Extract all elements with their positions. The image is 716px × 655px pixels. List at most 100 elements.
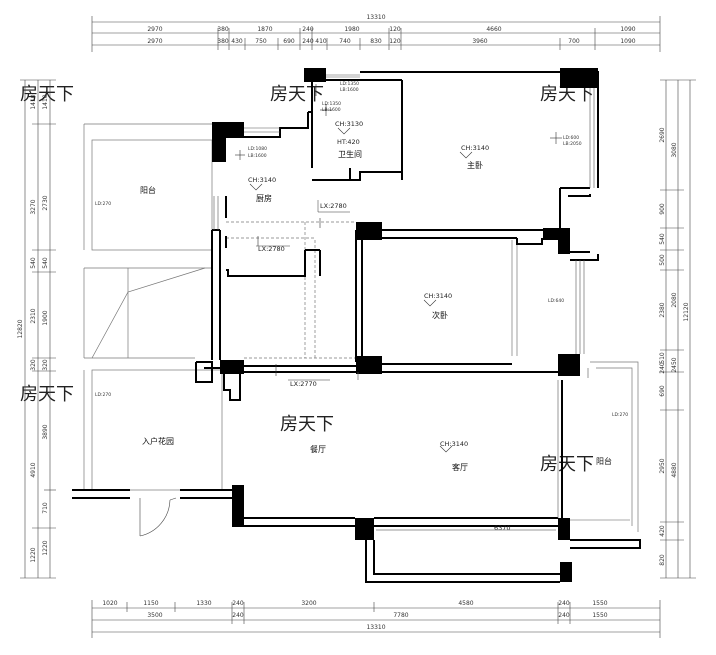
- column: [356, 222, 382, 240]
- room-labels: CH:3140 主卧 CH:3130 HT:420 卫生间 CH:3140 厨房…: [95, 120, 628, 472]
- beam-lines: [256, 200, 556, 531]
- dim-label: 4580: [458, 600, 473, 607]
- column: [212, 138, 226, 162]
- dim-label: 1090: [620, 26, 635, 33]
- bath-ch: CH:3130: [335, 120, 363, 128]
- dim-label: 710: [42, 502, 49, 514]
- dim-label: 540: [30, 257, 37, 269]
- ch-markers: [235, 84, 562, 453]
- dim-label: 1410: [42, 94, 49, 109]
- dim-label: 3080: [671, 142, 678, 157]
- dim-label: 1150: [143, 600, 158, 607]
- dim-label: 1020: [102, 600, 117, 607]
- dim-label: 420: [659, 525, 666, 537]
- right-dimensions: [660, 79, 696, 579]
- column: [558, 354, 580, 376]
- entry-ld: LD:270: [95, 392, 111, 398]
- balcony-right-label: 阳台: [596, 456, 612, 466]
- living-width: 6370: [494, 524, 511, 532]
- second-bedroom-label: 次卧: [432, 310, 448, 320]
- dim-label: 740: [339, 38, 351, 45]
- dim-label: 2080: [671, 292, 678, 307]
- right-dimension-labels: 2690 900 540 500 2380 510 240 690 2950 4…: [659, 127, 690, 566]
- dim-label: 240: [659, 362, 666, 374]
- dim-label: 3960: [472, 38, 487, 45]
- dim-label: 2950: [659, 458, 666, 473]
- dim-label: 1220: [42, 540, 49, 555]
- dim-label: 1980: [344, 26, 359, 33]
- entry-door: [139, 497, 177, 537]
- column: [212, 122, 244, 138]
- dim-label: 500: [659, 254, 666, 266]
- dim-label: 1900: [42, 310, 49, 325]
- dim-label: 120: [389, 38, 401, 45]
- dim-label: 240: [558, 600, 570, 607]
- dim-label: 820: [659, 554, 666, 566]
- column: [560, 562, 572, 582]
- dim-label: 1550: [592, 612, 607, 619]
- walls: [72, 71, 641, 583]
- master-bedroom-label: 主卧: [467, 160, 483, 170]
- dim-label: 410: [315, 38, 327, 45]
- dim-label: 2730: [42, 195, 49, 210]
- dim-label: 1220: [30, 547, 37, 562]
- dim-total-top: 13310: [366, 14, 385, 21]
- dim-label: 1090: [620, 38, 635, 45]
- dim-label: 2690: [659, 127, 666, 142]
- watermark: 房天下: [270, 84, 324, 105]
- watermark: 房天下: [540, 454, 594, 475]
- bottom-dimension-labels: 1020 1150 1330 240 3200 4580 240 1550 35…: [102, 600, 607, 631]
- dim-label: 380: [217, 38, 229, 45]
- kitchen-label: 厨房: [256, 193, 272, 203]
- column: [560, 68, 598, 88]
- column: [355, 518, 374, 540]
- dim-label: 240: [302, 38, 314, 45]
- dim-label: 1330: [196, 600, 211, 607]
- beam-lx2780-b: LX:2780: [258, 245, 285, 253]
- dim-label: 4910: [30, 462, 37, 477]
- dim-label: 380: [217, 26, 229, 33]
- dim-label: 700: [568, 38, 580, 45]
- master-ch: CH:3140: [461, 144, 489, 152]
- dim-label: 690: [283, 38, 295, 45]
- balcony-left-label: 阳台: [140, 185, 156, 195]
- beam-lx2780-a: LX:2780: [320, 202, 347, 210]
- dim-label: 240: [558, 612, 570, 619]
- left-dimensions: [20, 79, 56, 579]
- windows: [213, 74, 630, 521]
- dim-total-bottom: 13310: [366, 624, 385, 631]
- dim-label: 3500: [147, 612, 162, 619]
- beam-lx2770: LX:2770: [290, 380, 317, 388]
- window-tag-lb: LB:2050: [563, 141, 582, 147]
- column: [220, 360, 244, 374]
- watermark: 房天下: [20, 384, 74, 405]
- dim-label: 240: [302, 26, 314, 33]
- beam-labels: LX:2780 LX:2780 LX:2770 6370: [258, 202, 511, 532]
- watermark: 房天下: [540, 84, 594, 105]
- window-tag-lb: LB:1600: [248, 153, 267, 159]
- dining-label: 餐厅: [310, 445, 326, 454]
- column: [356, 356, 382, 374]
- column: [232, 485, 244, 527]
- living-label: 客厅: [452, 462, 468, 472]
- dim-label: 4880: [671, 462, 678, 477]
- window-tag-lb: LB:1600: [340, 87, 359, 93]
- top-dimensions: [91, 16, 661, 52]
- dim-label: 430: [231, 38, 243, 45]
- dim-label: 4660: [486, 26, 501, 33]
- watermark: 房天下: [20, 84, 74, 105]
- dim-label: 240: [232, 612, 244, 619]
- dim-label: 320: [30, 359, 37, 371]
- window-tag-lb: LB:1600: [322, 107, 341, 113]
- dim-label: 3270: [30, 199, 37, 214]
- balcony-left-ld: LD:270: [95, 201, 111, 207]
- dim-label: 690: [659, 385, 666, 397]
- window-tag-ld: LD:1350: [322, 101, 341, 107]
- dim-label: 900: [659, 203, 666, 215]
- dim-label: 120: [389, 26, 401, 33]
- dim-label: 510: [659, 352, 666, 364]
- bath-ht: HT:420: [337, 138, 360, 146]
- top-dimension-labels: 13310 2970 380 1870 240 1980 120 4660 10…: [147, 14, 635, 45]
- watermarks: 房天下 房天下 房天下 房天下 房天下 房天下: [20, 84, 594, 475]
- column: [304, 68, 326, 82]
